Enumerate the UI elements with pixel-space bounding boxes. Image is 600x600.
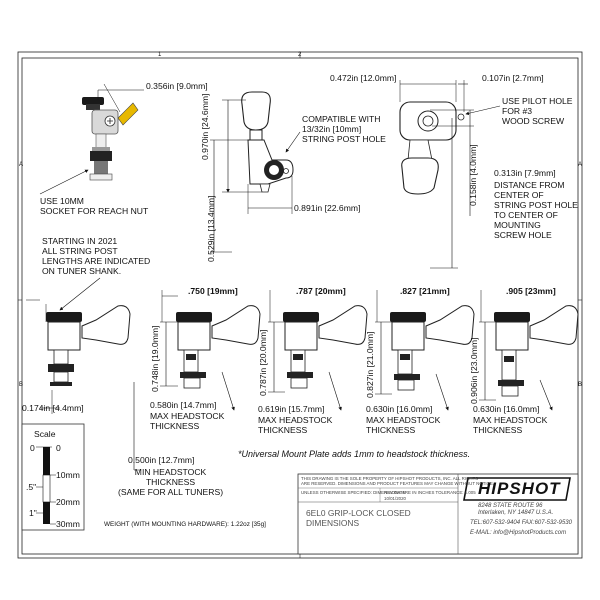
zone-top-2: 2 [298, 52, 302, 58]
rev-label: REV DATE [384, 490, 406, 495]
zone-side-b-right: B [578, 382, 583, 388]
tuner-4-post-dim: 0.827in [21.0mm] [365, 331, 375, 398]
tuner-front-view [241, 91, 294, 193]
tuner-5-max-headstock: MAX HEADSTOCK THICKNESS [473, 415, 548, 435]
zone-side-b: B [19, 382, 24, 388]
address-line-2: Interlaken, NY 14847 U.S.A. [478, 510, 554, 516]
zone-side-a-right: A [578, 162, 583, 168]
zone-side-a: A [19, 162, 24, 168]
scale-inch-0: 0 [30, 443, 35, 453]
weight-note: WEIGHT (WITH MOUNTING HARDWARE): 1.22oz … [104, 521, 266, 528]
fine-print-1: THIS DRAWING IS THE SOLE PROPERTY OF HIP… [301, 476, 479, 481]
scale-tick-10: 10mm [56, 470, 80, 480]
front-post-dim: 0.529in [13.4mm] [206, 195, 216, 262]
tuner-2-headstock-dim: 0.580in [14.7mm] [150, 400, 217, 410]
dist-note: DISTANCE FROM CENTER OF STRING POST HOLE… [494, 180, 578, 240]
tuner-5-headstock-dim: 0.630in [16.0mm] [473, 404, 540, 414]
rev-date: 10/01/2020 [384, 496, 406, 501]
tuner-3-max-headstock: MAX HEADSTOCK THICKNESS [258, 415, 333, 435]
top-left-dim: 0.356in [9.0mm] [146, 81, 208, 91]
scale-inch-one: 1" [29, 508, 37, 518]
hipshot-logo [463, 477, 571, 501]
logo-text: HIPSHOT [478, 479, 561, 498]
string-post-note: STARTING IN 2021 ALL STRING POST LENGTHS… [42, 236, 151, 276]
scale-box [21, 423, 85, 531]
tuner-5-header: .905 [23mm] [506, 286, 556, 296]
tuner-row [40, 290, 579, 414]
tuner-4-max-headstock: MAX HEADSTOCK THICKNESS [366, 415, 441, 435]
phone-line: TEL:607-532-9404 FAX:607-532-9530 [470, 520, 572, 526]
min-headstock-dim: 0.500in [12.7mm] [128, 455, 195, 465]
mount-plate-note: *Universal Mount Plate adds 1mm to heads… [238, 449, 471, 459]
scale-tick-30: 30mm [56, 519, 80, 529]
fine-print-3: UNLESS OTHERWISE SPECIFIED: DIMENSIONS A… [301, 490, 476, 495]
tuner-2-max-headstock: MAX HEADSTOCK THICKNESS [150, 411, 225, 431]
front-width-dim: 0.891in [22.6mm] [294, 203, 361, 213]
tuner-3-header: .787 [20mm] [296, 286, 346, 296]
screw-dim: 0.107in [2.7mm] [482, 73, 544, 83]
tuner-4-header: .827 [21mm] [400, 286, 450, 296]
dist-dim: 0.313in [7.9mm] [494, 168, 556, 178]
hole-dim: 0.158in [4.0mm] [468, 144, 478, 206]
back-width-dim: 0.472in [12.0mm] [330, 73, 397, 83]
email-line: E-MAIL: info@HipshotProducts.com [470, 530, 567, 536]
fine-print-2: ARE RESERVED. DIMENSIONS AND PRODUCT FEA… [301, 481, 494, 486]
tuner-back-view [399, 101, 465, 195]
min-headstock-text: MIN HEADSTOCK THICKNESS (SAME FOR ALL TU… [118, 467, 224, 497]
tuner-3-post-dim: 0.787in [20.0mm] [258, 329, 268, 396]
scale-label: Scale [34, 429, 56, 439]
scale-tick-0: 0 [56, 443, 61, 453]
part-name: 6EL0 GRIP-LOCK CLOSED DIMENSIONS [306, 508, 411, 528]
tuner-2-header: .750 [19mm] [188, 286, 238, 296]
zone-top-1: 1 [158, 52, 162, 58]
scale-tick-20: 20mm [56, 497, 80, 507]
tuner-side-view [82, 97, 139, 181]
tuner-2-post-dim: 0.748in [19.0mm] [150, 325, 160, 392]
tuner-5-post-dim: 0.906in [23.0mm] [469, 337, 479, 404]
tuner-1-headstock-dim: 0.174in [4.4mm] [22, 403, 84, 413]
pilot-note: USE PILOT HOLE FOR #3 WOOD SCREW [502, 96, 573, 126]
address-line-1: 8248 STATE ROUTE 96 [478, 503, 543, 509]
tuner-4-headstock-dim: 0.630in [16.0mm] [366, 404, 433, 414]
front-height-dim: 0.970in [24.6mm] [200, 93, 210, 160]
tuner-3-headstock-dim: 0.619in [15.7mm] [258, 404, 325, 414]
compat-note: COMPATIBLE WITH 13/32in [10mm] STRING PO… [302, 114, 386, 144]
scale-inch-half: .5" [26, 482, 37, 492]
socket-note: USE 10MM SOCKET FOR REACH NUT [40, 196, 149, 216]
